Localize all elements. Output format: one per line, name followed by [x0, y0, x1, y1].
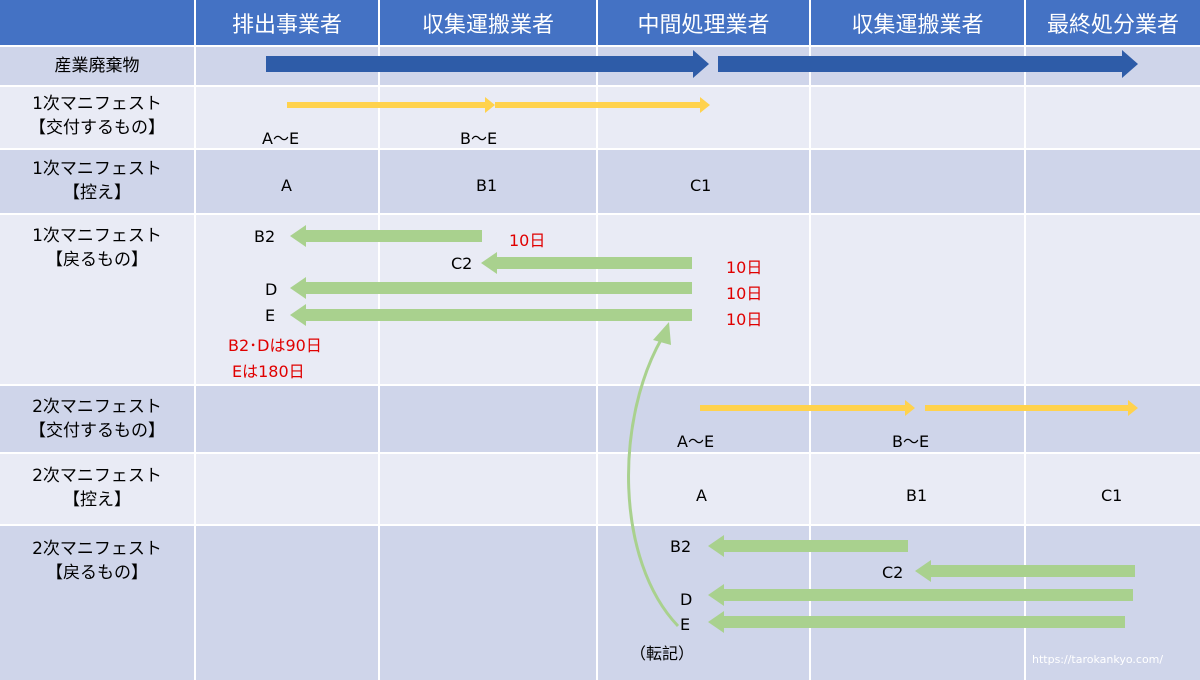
first-deadline-d: 10日 [726, 284, 763, 303]
grid-cell [811, 386, 1024, 452]
column-header-final-disposal: 最終処分業者 [1026, 0, 1200, 45]
first-deadline-note-2: Eは180日 [232, 362, 305, 381]
first-issue-arrow-2 [495, 97, 710, 113]
second-issued-b-e: B〜E [892, 432, 930, 451]
first-deadline-e: 10日 [726, 310, 763, 329]
waste-arrow-1 [266, 50, 709, 78]
row-label-second-copy: 2次マニフェスト【控え】 [32, 466, 162, 510]
first-issue-arrow-1 [287, 97, 495, 113]
first-deadline-b2: 10日 [509, 231, 546, 250]
first-returned-e: E [265, 306, 276, 325]
first-deadline-note-1: B2･Dは90日 [228, 336, 322, 355]
transcribe-curve-arrowhead [653, 322, 671, 345]
transcribe-note: （転記） [630, 644, 695, 663]
transcribe-curve-arrow [627, 337, 680, 628]
grid-cell [1026, 386, 1200, 452]
grid-cell [196, 215, 378, 384]
first-returned-c2: C2 [451, 254, 473, 273]
grid-cell [0, 87, 194, 148]
grid-cell [196, 386, 378, 452]
grid-cell [380, 87, 596, 148]
grid-cell [380, 215, 596, 384]
grid-cell [1026, 150, 1200, 213]
grid-cell [811, 454, 1024, 524]
column-header-collector-1: 収集運搬業者 [380, 0, 596, 45]
second-copy-b1: B1 [906, 486, 928, 505]
header-corner [0, 0, 194, 45]
grid-cell [196, 454, 378, 524]
first-deadline-c2: 10日 [726, 258, 763, 277]
grid-cell [0, 47, 194, 85]
grid-cell [0, 526, 194, 680]
second-returned-e: E [680, 615, 691, 634]
column-header-generator: 排出事業者 [196, 0, 378, 45]
first-copy-c1: C1 [690, 176, 712, 195]
second-return-arrow-c2 [915, 560, 1135, 582]
grid-cell [598, 454, 809, 524]
grid-cell [1026, 526, 1200, 680]
first-return-arrow-b2 [290, 225, 482, 247]
grid-cell [811, 215, 1024, 384]
source-url: https://tarokankyo.com/ [1032, 653, 1164, 666]
grid-cell [598, 215, 809, 384]
grid-cell [811, 87, 1024, 148]
grid-cell [1026, 454, 1200, 524]
row-label-first-returned: 1次マニフェスト【戻るもの】 [32, 226, 162, 270]
grid-cell [1026, 215, 1200, 384]
second-returned-d: D [680, 590, 693, 609]
grid-cell [0, 150, 194, 213]
first-returned-b2: B2 [254, 227, 276, 246]
first-copy-a: A [281, 176, 292, 195]
column-header-collector-2: 収集運搬業者 [811, 0, 1024, 45]
row-label-first-issued: 1次マニフェスト【交付するもの】 [29, 94, 165, 138]
second-return-arrow-d [708, 584, 1133, 606]
row-label-second-issued: 2次マニフェスト【交付するもの】 [29, 397, 165, 441]
second-copy-a: A [696, 486, 707, 505]
grid-cell [598, 150, 809, 213]
grid-cell [380, 454, 596, 524]
second-issue-arrow-1 [700, 400, 915, 416]
grid-cell [0, 454, 194, 524]
first-issued-b-e: B〜E [460, 129, 498, 148]
grid-cell [380, 150, 596, 213]
grid-cell [598, 87, 809, 148]
waste-arrow-2 [718, 50, 1138, 78]
first-return-arrow-d [290, 277, 692, 299]
row-label-industrial-waste: 産業廃棄物 [54, 56, 140, 76]
column-header-intermediate: 中間処理業者 [598, 0, 809, 45]
grid-cell [811, 150, 1024, 213]
grid-cell [196, 526, 378, 680]
second-issued-a-e: A〜E [677, 432, 715, 451]
grid-cell [380, 386, 596, 452]
first-issued-a-e: A〜E [262, 129, 300, 148]
grid-cell [196, 150, 378, 213]
first-copy-b1: B1 [476, 176, 498, 195]
first-returned-d: D [265, 280, 278, 299]
second-issue-arrow-2 [925, 400, 1138, 416]
second-copy-c1: C1 [1101, 486, 1123, 505]
grid-cell [1026, 87, 1200, 148]
grid-cell [0, 215, 194, 384]
first-return-arrow-e [290, 304, 692, 326]
row-label-second-returned: 2次マニフェスト【戻るもの】 [32, 539, 162, 583]
first-return-arrow-c2 [481, 252, 692, 274]
second-returned-b2: B2 [670, 537, 692, 556]
grid-cell [0, 386, 194, 452]
second-return-arrow-b2 [708, 535, 908, 557]
grid-cell [380, 526, 596, 680]
second-return-arrow-e [708, 611, 1125, 633]
row-label-first-copy: 1次マニフェスト【控え】 [32, 159, 162, 203]
second-returned-c2: C2 [882, 563, 904, 582]
grid-cell [196, 87, 378, 148]
